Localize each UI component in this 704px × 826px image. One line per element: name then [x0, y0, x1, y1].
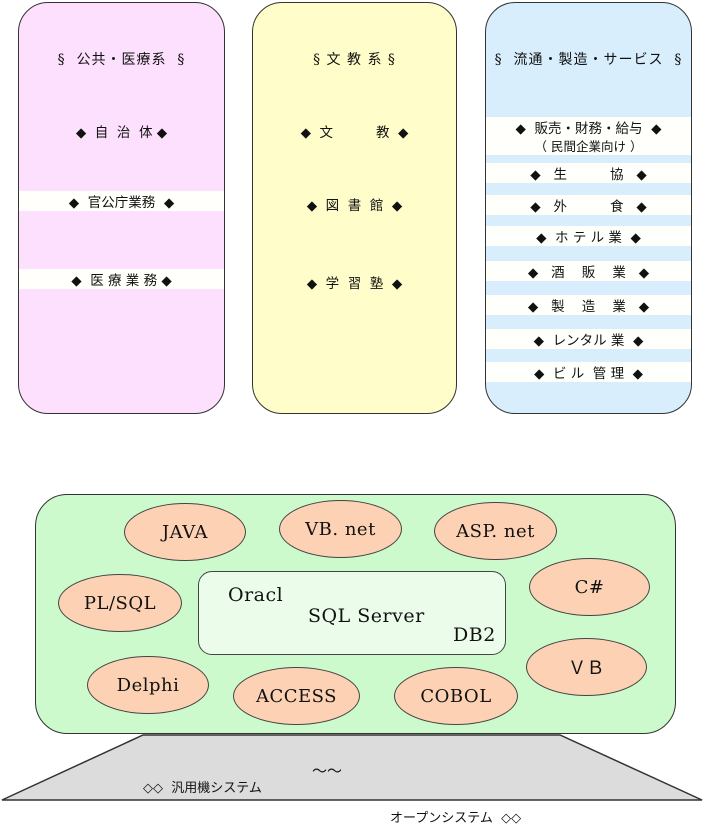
- platform-open-system: オープンシステム ◇◇: [390, 811, 522, 826]
- db-sqlserver: SQL Server: [308, 605, 425, 627]
- item-rental: ◆ レンタル 業 ◆: [486, 329, 691, 349]
- tech-access: ACCESS: [233, 667, 360, 725]
- tech-plsql: PL/SQL: [58, 574, 182, 632]
- item-liquor-sales: ◆ 酒 販 業 ◆: [486, 261, 691, 281]
- platform-tilde: 〜〜: [312, 762, 343, 780]
- item-cram-school: ◆ 学 習 塾 ◆: [306, 276, 403, 292]
- tech-vb: ＶＢ: [526, 638, 647, 696]
- platform-label: ◇◇ 汎用機システム 〜〜 オープンシステム ◇◇: [0, 762, 704, 826]
- item-manufacturing: ◆ 製 造 業 ◆: [486, 295, 691, 315]
- tech-cobol: COBOL: [394, 667, 518, 725]
- item-education: ◆ 文 教 ◆: [300, 125, 409, 141]
- tech-aspnet: ASP. net: [434, 502, 557, 560]
- public-medical-panel: § 公共・医療系 § ◆ 自 治 体 ◆ ◆ 官公庁業務 ◆ ◆ 医 療 業 務…: [18, 2, 225, 414]
- item-library: ◆ 図 書 館 ◆: [306, 198, 403, 214]
- distribution-panel: § 流通・製造・サービス § ◆ 販売・財務・給与 ◆ （ 民間企業向け ） ◆…: [485, 2, 692, 414]
- item-private-companies: （ 民間企業向け ）: [486, 136, 691, 155]
- public-medical-title: § 公共・医療系 §: [57, 52, 186, 68]
- item-hotel: ◆ ホ テ ル 業 ◆: [486, 226, 691, 246]
- education-title: § 文 教 系 §: [313, 52, 396, 68]
- education-panel: § 文 教 系 § ◆ 文 教 ◆ ◆ 図 書 館 ◆ ◆ 学 習 塾 ◆: [252, 2, 457, 414]
- distribution-title: § 流通・製造・サービス §: [494, 52, 683, 68]
- tech-csharp: C#: [529, 558, 650, 616]
- item-sales-finance-payroll: ◆ 販売・財務・給与 ◆: [486, 117, 691, 137]
- tech-delphi: Delphi: [87, 656, 209, 714]
- db-db2: DB2: [453, 624, 496, 646]
- tech-java: JAVA: [124, 503, 246, 561]
- tech-vbnet: VB. net: [279, 500, 402, 558]
- platform-mainframe: ◇◇ 汎用機システム: [143, 781, 262, 796]
- db-oracle: Oracl: [228, 584, 284, 606]
- item-building-management: ◆ ビ ル 管 理 ◆: [486, 362, 691, 382]
- item-coop: ◆ 生 協 ◆: [486, 163, 691, 183]
- item-medical: ◆ 医 療 業 務 ◆: [19, 269, 224, 289]
- item-government-office: ◆ 官公庁業務 ◆: [19, 191, 224, 211]
- database-box: [198, 571, 506, 655]
- item-food-service: ◆ 外 食 ◆: [486, 195, 691, 215]
- platform-base: [1, 734, 703, 801]
- item-municipality: ◆ 自 治 体 ◆: [75, 125, 168, 141]
